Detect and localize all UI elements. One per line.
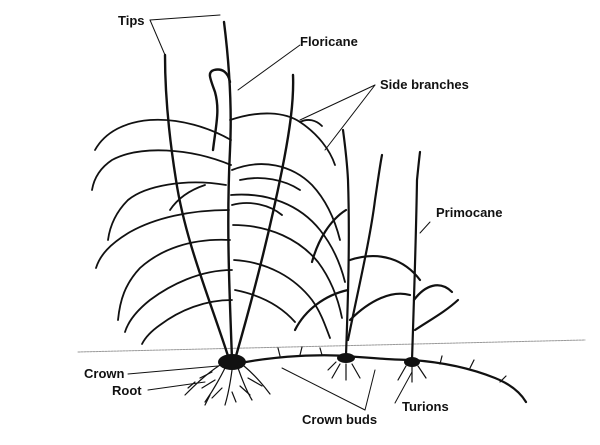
leader-lines: [127, 14, 431, 411]
label-root: Root: [112, 383, 142, 398]
label-side-branches: Side branches: [380, 77, 469, 92]
label-crown: Crown: [84, 366, 125, 381]
label-primocane: Primocane: [436, 205, 503, 220]
ground-line: [77, 339, 586, 353]
label-floricane: Floricane: [300, 34, 358, 49]
crown-roots: [184, 346, 528, 406]
primocanes: [293, 128, 460, 362]
label-turions: Turions: [402, 399, 449, 414]
floricane-canes: [163, 20, 295, 362]
label-crown-buds: Crown buds: [302, 412, 378, 427]
side-branches: [91, 112, 346, 345]
label-tips: Tips: [118, 13, 145, 28]
